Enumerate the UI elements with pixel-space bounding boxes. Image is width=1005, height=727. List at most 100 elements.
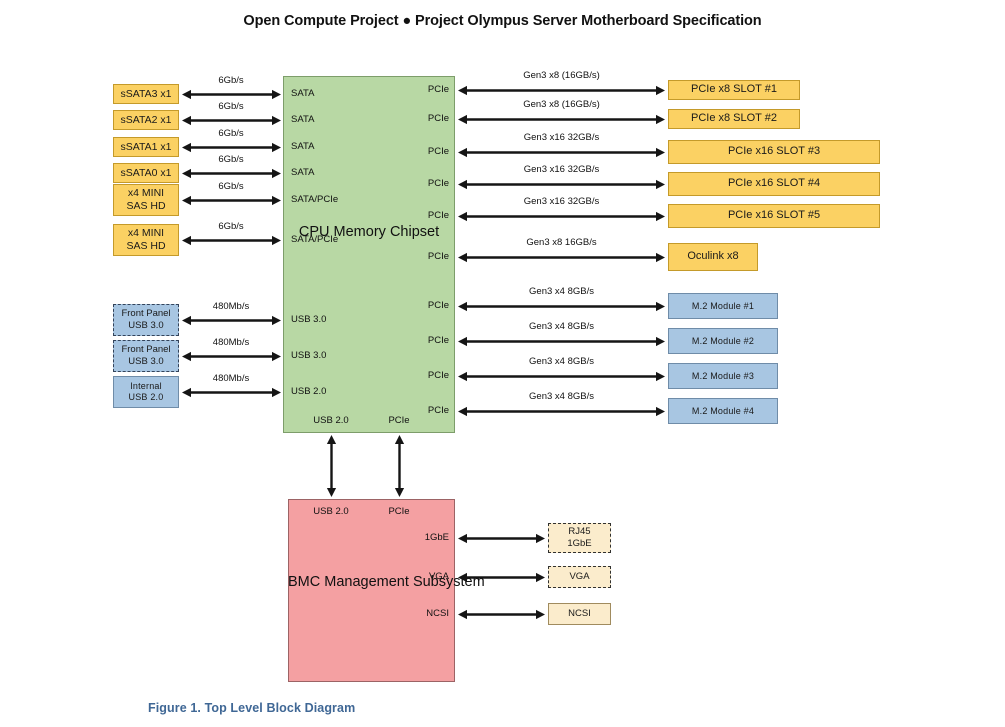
speed-label-ssata1: 6Gb/s	[218, 128, 244, 139]
arrow-ssata2	[182, 115, 281, 126]
arrow-cpu-bmc-0	[326, 435, 337, 497]
device-ssata2-label-line-1: sSATA2 x1	[120, 113, 172, 126]
cpu-port-left-0: SATA	[291, 88, 315, 99]
speed-label-front-panel-usb3-1: 480Mb/s	[212, 301, 250, 312]
speed-label-pcie-x16-slot-3: Gen3 x16 32GB/s	[523, 132, 600, 143]
cpu-port-right-4: PCIe	[427, 210, 449, 221]
arrow-rj45-1gbe	[458, 533, 545, 544]
arrow-pcie-x16-slot-3	[458, 147, 665, 158]
speed-label-oculink-x8: Gen3 x8 16GB/s	[526, 237, 597, 248]
device-m2-module-2-label-line-1: M.2 Module #2	[691, 335, 755, 346]
speed-label-pcie-x16-slot-5: Gen3 x16 32GB/s	[523, 196, 600, 207]
device-ssata3-label-line-1: sSATA3 x1	[120, 87, 172, 100]
device-m2-module-3-label-line-1: M.2 Module #3	[691, 370, 755, 381]
device-pcie-x16-slot-3[interactable]: PCIe x16 SLOT #3	[668, 140, 880, 164]
device-oculink-x8-label-line-1: Oculink x8	[687, 250, 739, 263]
cpu-memory-chipset-block[interactable]	[283, 76, 455, 433]
figure-caption: Figure 1. Top Level Block Diagram	[148, 701, 356, 715]
arrow-vga	[458, 572, 545, 583]
arrow-ssata3	[182, 89, 281, 100]
speed-label-front-panel-usb3-2: 480Mb/s	[212, 337, 250, 348]
speed-label-m2-module-1: Gen3 x4 8GB/s	[529, 286, 594, 297]
device-oculink-x8[interactable]: Oculink x8	[668, 243, 758, 271]
device-ssata0-label-line-1: sSATA0 x1	[120, 166, 172, 179]
device-internal-usb2-label-line-1: Internal	[130, 381, 162, 392]
bmc-caption-line-2: Management	[324, 574, 409, 590]
device-ssata1[interactable]: sSATA1 x1	[113, 137, 179, 157]
speed-label-pcie-x8-slot-1: Gen3 x8 (16GB/s)	[523, 70, 600, 81]
device-m2-module-1[interactable]: M.2 Module #1	[668, 293, 778, 319]
arrow-pcie-x8-slot-1	[458, 85, 665, 96]
device-pcie-x16-slot-3-label-line-1: PCIe x16 SLOT #3	[727, 145, 821, 158]
arrow-sas-hd-1	[182, 195, 281, 206]
arrow-ssata0	[182, 168, 281, 179]
bmc-port-right-1: VGA	[428, 571, 449, 582]
arrow-m2-module-4	[458, 406, 665, 417]
arrow-pcie-x8-slot-2	[458, 114, 665, 125]
device-internal-usb2-label-line-2: USB 2.0	[128, 392, 164, 402]
cpu-caption-line-3: Chipset	[389, 224, 440, 240]
device-m2-module-4[interactable]: M.2 Module #4	[668, 398, 778, 424]
device-pcie-x8-slot-2-label-line-1: PCIe x8 SLOT #2	[690, 112, 777, 125]
speed-label-pcie-x16-slot-4: Gen3 x16 32GB/s	[523, 164, 600, 175]
device-pcie-x16-slot-4[interactable]: PCIe x16 SLOT #4	[668, 172, 880, 196]
device-sas-hd-2-label-line-1: x4 MINI	[127, 227, 165, 240]
device-ssata3[interactable]: sSATA3 x1	[113, 84, 179, 104]
device-front-panel-usb3-1-label-line-1: Front Panel	[121, 308, 171, 320]
arrow-front-panel-usb3-2	[182, 351, 281, 362]
device-vga-label-line-1: VGA	[569, 571, 590, 583]
arrow-m2-module-1	[458, 301, 665, 312]
page-title: Open Compute Project ● Project Olympus S…	[243, 13, 762, 29]
cpu-port-right-6: PCIe	[427, 300, 449, 311]
speed-label-ssata2: 6Gb/s	[218, 101, 244, 112]
cpu-port-left-5: SATA/PCIe	[291, 234, 339, 245]
cpu-caption-line-2: Memory	[333, 224, 386, 240]
device-rj45-1gbe-label-line-2: 1GbE	[567, 538, 592, 549]
cpu-port-left-7: USB 3.0	[291, 350, 327, 361]
arrow-m2-module-3	[458, 371, 665, 382]
speed-label-internal-usb2: 480Mb/s	[212, 373, 250, 384]
cpu-port-left-4: SATA/PCIe	[291, 194, 339, 205]
device-pcie-x8-slot-1-label-line-1: PCIe x8 SLOT #1	[690, 83, 777, 96]
bmc-port-top-1: PCIe	[388, 506, 410, 517]
arrow-sas-hd-2	[182, 235, 281, 246]
cpu-port-left-6: USB 3.0	[291, 314, 327, 325]
device-pcie-x16-slot-5[interactable]: PCIe x16 SLOT #5	[668, 204, 880, 228]
cpu-port-right-3: PCIe	[427, 178, 449, 189]
cpu-port-left-2: SATA	[291, 141, 315, 152]
device-front-panel-usb3-2-label-line-2: USB 3.0	[128, 356, 164, 367]
device-ssata0[interactable]: sSATA0 x1	[113, 163, 179, 183]
cpu-port-right-2: PCIe	[427, 146, 449, 157]
device-ssata2[interactable]: sSATA2 x1	[113, 110, 179, 130]
device-pcie-x8-slot-1[interactable]: PCIe x8 SLOT #1	[668, 80, 800, 100]
device-ssata1-label-line-1: sSATA1 x1	[120, 140, 172, 153]
device-sas-hd-1-label-line-1: x4 MINI	[127, 187, 165, 200]
device-pcie-x8-slot-2[interactable]: PCIe x8 SLOT #2	[668, 109, 800, 129]
bmc-management-subsystem-block[interactable]	[288, 499, 455, 682]
device-vga[interactable]: VGA	[548, 566, 611, 588]
cpu-port-right-7: PCIe	[427, 335, 449, 346]
device-ncsi[interactable]: NCSI	[548, 603, 611, 625]
bmc-port-top-0: USB 2.0	[313, 506, 349, 517]
device-m2-module-2[interactable]: M.2 Module #2	[668, 328, 778, 354]
cpu-port-right-1: PCIe	[427, 113, 449, 124]
cpu-port-right-0: PCIe	[427, 84, 449, 95]
cpu-port-left-8: USB 2.0	[291, 386, 327, 397]
arrow-ncsi	[458, 609, 545, 620]
bmc-caption-line-1: BMC	[288, 574, 321, 590]
cpu-port-right-8: PCIe	[427, 370, 449, 381]
bmc-port-right-2: NCSI	[426, 608, 449, 619]
arrow-front-panel-usb3-1	[182, 315, 281, 326]
device-pcie-x16-slot-5-label-line-1: PCIe x16 SLOT #5	[727, 209, 821, 222]
cpu-port-left-1: SATA	[291, 114, 315, 125]
cpu-port-right-5: PCIe	[427, 251, 449, 262]
device-m2-module-3[interactable]: M.2 Module #3	[668, 363, 778, 389]
speed-label-pcie-x8-slot-2: Gen3 x8 (16GB/s)	[523, 99, 600, 110]
device-ncsi-label-line-1: NCSI	[568, 608, 591, 620]
